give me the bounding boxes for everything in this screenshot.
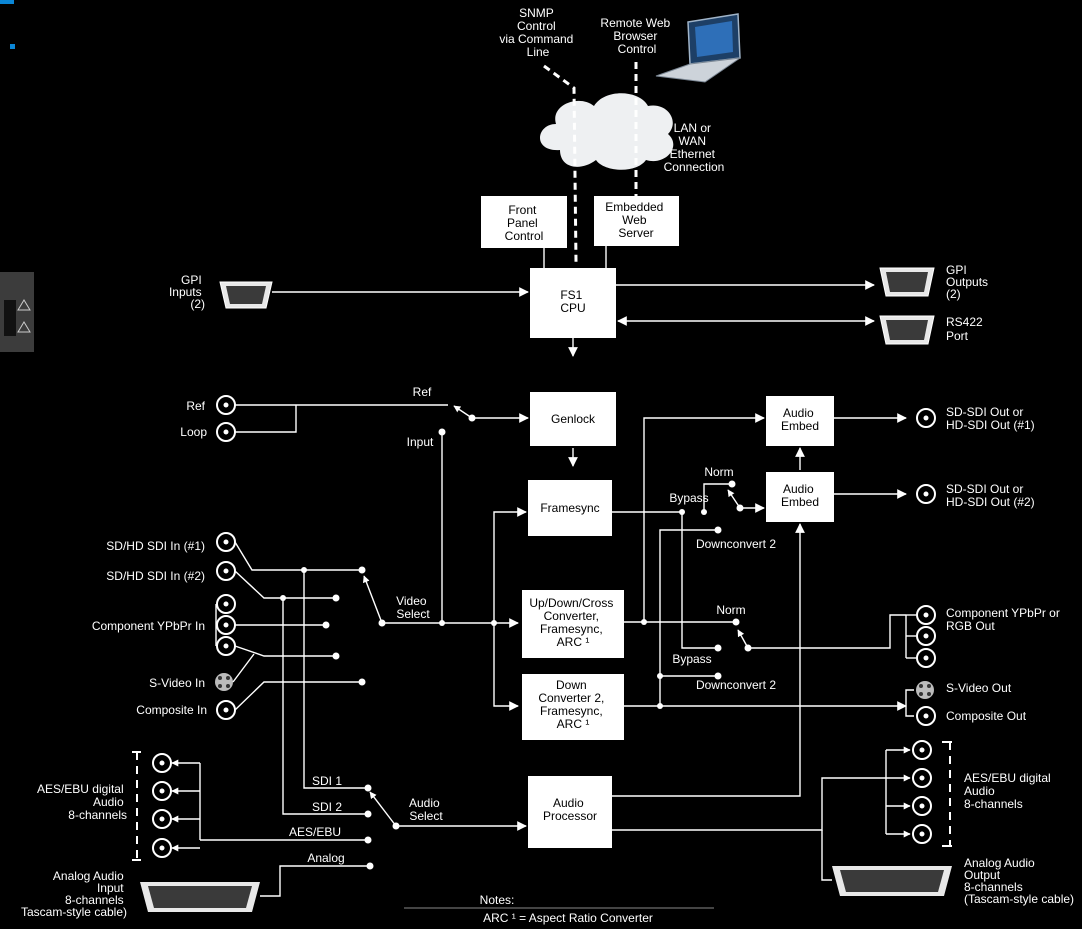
bypass1-label: Bypass (669, 491, 708, 505)
laptop-icon (655, 13, 741, 83)
snmp-dashed-link (543, 64, 578, 263)
edge-decoration (0, 0, 34, 352)
framesync-box (528, 480, 612, 536)
composite-in-label: Composite In (136, 703, 207, 717)
bnc-connector-icon (916, 605, 936, 668)
bnc-connector-icon (916, 408, 936, 504)
db25-connector-icon (832, 866, 952, 896)
web-server-box (594, 196, 679, 246)
sdi1-label: SDI 1 (312, 774, 342, 788)
bnc-connector-icon (912, 740, 932, 844)
video-select-label: Video Select (396, 594, 430, 621)
db25-connector-icon (140, 882, 260, 912)
snmp-label: SNMP Control via Command Line (499, 6, 576, 59)
audio-select-label: Audio Select (409, 796, 443, 823)
analog-label: Analog (307, 851, 344, 865)
cpu-text: FS1 CPU (560, 288, 585, 315)
bnc-connector-icon (216, 532, 236, 720)
svideo-connector-icon (916, 681, 934, 699)
composite-out-label: Composite Out (946, 709, 1027, 723)
genlock-text: Genlock (551, 412, 596, 426)
notes-title: Notes: (480, 893, 515, 907)
lan-label: LAN or WAN Ethernet Connection (664, 121, 725, 174)
audio-embed1-box (766, 396, 834, 446)
downconvert2-2-label: Downconvert 2 (696, 678, 776, 692)
updown-converter-box (522, 590, 624, 658)
input-label: Input (407, 435, 434, 449)
rs422-label: RS422 Port (946, 315, 986, 343)
audio-embed1-text: Audio Embed (781, 406, 819, 433)
audio-processor-text: Audio Processor (543, 796, 597, 823)
sdi1-in-label: SD/HD SDI In (#1) (106, 539, 205, 553)
db9-connector-icon (879, 267, 935, 345)
aes-out-label: AES/EBU digital Audio 8-channels (964, 771, 1054, 811)
norm1-label: Norm (704, 465, 733, 479)
sdi2-in-label: SD/HD SDI In (#2) (106, 569, 205, 583)
norm2-label: Norm (716, 603, 745, 617)
sdi-out2-label: SD-SDI Out or HD-SDI Out (#2) (946, 482, 1035, 509)
sdi2-label: SDI 2 (312, 800, 342, 814)
audio-embed2-text: Audio Embed (781, 482, 819, 509)
aes-in-label: AES/EBU digital Audio 8-channels (37, 782, 127, 822)
audio-embed2-box (766, 472, 834, 522)
svideo-out-label: S-Video Out (946, 681, 1012, 695)
lan-cloud-icon (540, 93, 674, 170)
down-converter2-box (522, 674, 624, 740)
gpi-inputs-label: GPI Inputs (2) (169, 273, 205, 311)
bnc-connector-icon (216, 395, 236, 442)
notes-arc: ARC ¹ = Aspect Ratio Converter (483, 911, 653, 925)
bypass2-label: Bypass (672, 652, 711, 666)
svideo-connector-icon (215, 673, 233, 691)
ref-label: Ref (186, 399, 205, 413)
loop-label: Loop (180, 425, 207, 439)
component-out-label: Component YPbPr or RGB Out (946, 606, 1063, 633)
bnc-connector-icon (916, 706, 936, 726)
framesync-text: Framesync (540, 501, 599, 515)
front-panel-text: Front Panel Control (505, 203, 544, 243)
web-server-text: Embedded Web Server (605, 200, 666, 240)
bnc-connector-icon (152, 753, 172, 858)
remote-web-label: Remote Web Browser Control (600, 16, 673, 56)
cpu-box (530, 268, 616, 338)
down-converter2-text: Down Converter 2, Framesync, ARC ¹ (538, 678, 607, 731)
analog-out-label: Analog Audio Output 8-channels (Tascam-s… (964, 856, 1074, 906)
ref-switch-label: Ref (413, 385, 432, 399)
aesebu-label: AES/EBU (289, 825, 341, 839)
svideo-in-label: S-Video In (149, 676, 205, 690)
component-in-label: Component YPbPr In (92, 619, 205, 633)
front-panel-box (481, 196, 567, 248)
sdi-out1-label: SD-SDI Out or HD-SDI Out (#1) (946, 405, 1035, 432)
downconvert2-1-label: Downconvert 2 (696, 537, 776, 551)
db9-connector-icon (219, 281, 273, 309)
gpi-outputs-label: GPI Outputs (2) (946, 263, 991, 301)
genlock-box (530, 392, 616, 446)
updown-converter-text: Up/Down/Cross Converter, Framesync, ARC … (529, 596, 616, 649)
analog-in-label: Analog Audio Input 8-channels Tascam-sty… (21, 869, 127, 919)
audio-processor-box (528, 776, 612, 848)
